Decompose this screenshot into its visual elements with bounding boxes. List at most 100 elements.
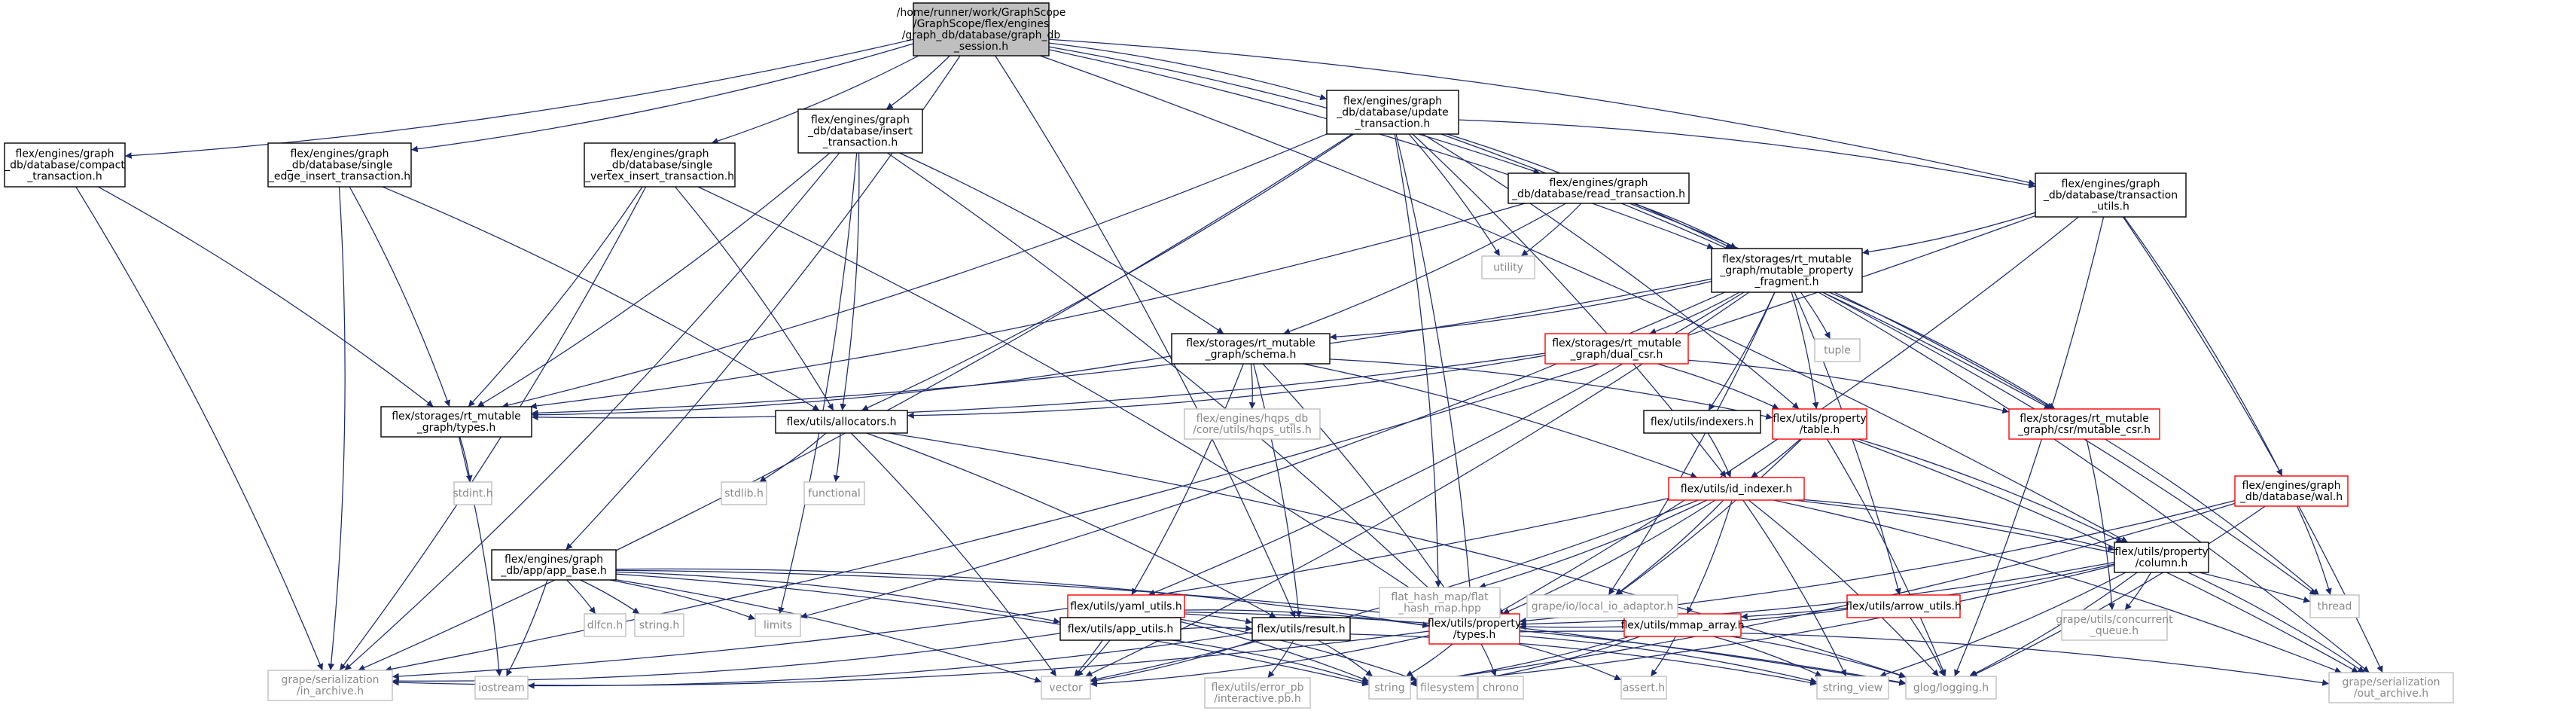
edge-single_edge-to-types_rt [349,186,451,407]
node-box [584,613,626,637]
edge-id_indexer-to-in_archive [392,497,1669,680]
edge-update-to-prop_types [1395,133,1475,615]
node-root[interactable]: /home/runner/work/GraphScope/GraphScope/… [897,2,1066,56]
node-label-line: flex/engines/graph [611,148,709,160]
node-id_indexer[interactable]: flex/utils/id_indexer.h [1668,477,1805,501]
node-indexers[interactable]: flex/utils/indexers.h [1643,410,1761,434]
node-wal[interactable]: flex/engines/graph_db/database/wal.h [2234,475,2349,507]
edge-mutable_frag-to-arrow_utils [1794,291,1901,596]
edge-yaml_utils-to-prop_types [1184,609,1430,629]
node-single_vertex[interactable]: flex/engines/graph_db/database/single_ve… [584,142,736,188]
node-yaml_utils[interactable]: flex/utils/yaml_utils.h [1067,594,1185,618]
node-update[interactable]: flex/engines/graph_db/database/update_tr… [1326,90,1459,135]
node-label-line: grape/serialization [281,674,379,686]
node-label-line: grape/utils/concurrent [2056,614,2173,626]
node-flat_hash: flat_hash_map/flat_hash_map.hpp [1379,587,1501,618]
node-box [4,142,126,188]
node-string_view: string_view [1816,676,1889,700]
node-label-line: grape/serialization [2342,676,2440,688]
node-app_utils[interactable]: flex/utils/app_utils.h [1059,617,1181,641]
node-box [1544,333,1689,365]
edge-mutable_frag-to-dual_csr [1649,291,1740,335]
node-result[interactable]: flex/utils/result.h [1251,617,1351,641]
node-app_base[interactable]: flex/engines/graph_db/app/app_base.h [491,549,617,581]
node-arrow_utils[interactable]: flex/utils/arrow_utils.h [1846,594,1962,618]
node-box [2328,672,2454,703]
node-label-line: _queue.h [2090,625,2139,637]
node-label-line: _db/database/single [606,160,713,172]
edge-insert-to-schema [899,152,1224,334]
node-mutable_frag[interactable]: flex/storages/rt_mutable_graph/mutable_p… [1711,248,1863,293]
node-compact[interactable]: flex/engines/graph_db/database/compact_t… [4,142,126,188]
edge-prop_types-to-chrono [1480,643,1497,677]
node-utility: utility [1481,255,1535,279]
edge-mutable_frag-to-types_rt [531,278,1712,417]
node-single_edge[interactable]: flex/engines/graph_db/database/single_ed… [267,142,412,188]
node-label-line: filesystem [1420,682,1474,694]
edge-read-to-schema [1283,203,1566,335]
edge-single_vertex-to-allocators [675,186,834,411]
node-allocators[interactable]: flex/utils/allocators.h [775,410,908,434]
node-label-line: _db/app/app_base.h [500,565,607,577]
node-mutable_csr[interactable]: flex/storages/rt_mutable_graph/csr/mutab… [2008,408,2160,440]
node-box [1507,172,1690,204]
node-box [1814,338,1861,362]
node-label-line: _edge_insert_transaction.h [268,171,410,183]
edge-column-to-string [1410,564,2115,687]
edge-dual_csr-to-types_rt [531,352,1546,421]
node-label-line: stdint.h [453,488,492,500]
edge-wal-to-thread [2296,505,2332,596]
edge-single_vertex-to-types_rt [468,186,643,407]
node-label-line: /interactive.pb.h [1214,693,1300,705]
node-box [2008,408,2160,440]
node-types_rt[interactable]: flex/storages/rt_mutable_graph/types.h [380,406,532,438]
edge-app_base-to-dlfcn [566,579,596,615]
node-box [474,676,529,700]
node-box [491,549,617,581]
edge-allocators-to-functional [833,432,841,483]
node-box [1711,248,1863,293]
edge-result-to-string_view [1349,633,1818,686]
edge-prop_types-to-string [1405,643,1453,677]
edge-prop_types-to-assert [1517,643,1622,681]
edge-schema-to-hqps [1248,363,1256,410]
node-box [2234,475,2349,507]
node-table[interactable]: flex/utils/property/table.h [1772,408,1867,440]
edge-mutable_frag-to-out_archive [1818,291,2370,673]
node-prop_types[interactable]: flex/utils/property/types.h [1428,613,1521,645]
node-functional: functional [803,481,865,505]
node-tx_utils[interactable]: flex/engines/graph_db/database/transacti… [2035,172,2187,218]
edge-types_rt-to-iostream [458,436,503,677]
edge-update-to-allocators [861,133,1355,411]
edge-single_vertex-to-prop_types [697,186,1449,615]
node-column[interactable]: flex/utils/property/column.h [2114,542,2209,573]
node-label-line: /types.h [1453,629,1496,641]
node-box [584,142,736,188]
edge-insert-to-allocators [840,152,860,411]
edge-dual_csr-to-table [1657,363,1779,410]
node-label-line: flex/engines/graph [505,554,603,566]
node-insert[interactable]: flex/engines/graph_db/database/insert_tr… [797,108,923,154]
node-schema[interactable]: flex/storages/rt_mutable_graph/schema.h [1171,333,1331,365]
node-read[interactable]: flex/engines/graph_db/database/read_tran… [1507,172,1690,204]
edge-root-to-tx_utils [1048,38,2036,186]
node-label-line: flex/utils/arrow_utils.h [1846,601,1962,613]
node-label-line: flex/engines/graph [16,148,114,160]
node-stdint: stdint.h [453,481,493,505]
node-label-line: _transaction.h [1355,118,1430,130]
node-label-line: limits [764,620,792,632]
edge-read-to-types_rt [529,203,1526,410]
node-box [1368,676,1411,700]
node-box [1067,594,1185,618]
edge-id_indexer-to-local_io [1614,499,1724,596]
edge-mutable_csr-to-thread [2105,438,2320,596]
node-box [1643,410,1761,434]
edge-read-to-mutable_csr [1629,203,2054,410]
node-label-line: string.h [639,620,680,632]
edge-schema-to-prop_types [1262,363,1463,615]
node-label-line: _hash_map.hpp [1398,603,1481,615]
edge-app_base-to-vector [615,579,1042,683]
node-box [1477,676,1524,700]
edge-tx_utils-to-wal [2123,216,2283,477]
node-dual_csr[interactable]: flex/storages/rt_mutable_graph/dual_csr.… [1544,333,1689,365]
